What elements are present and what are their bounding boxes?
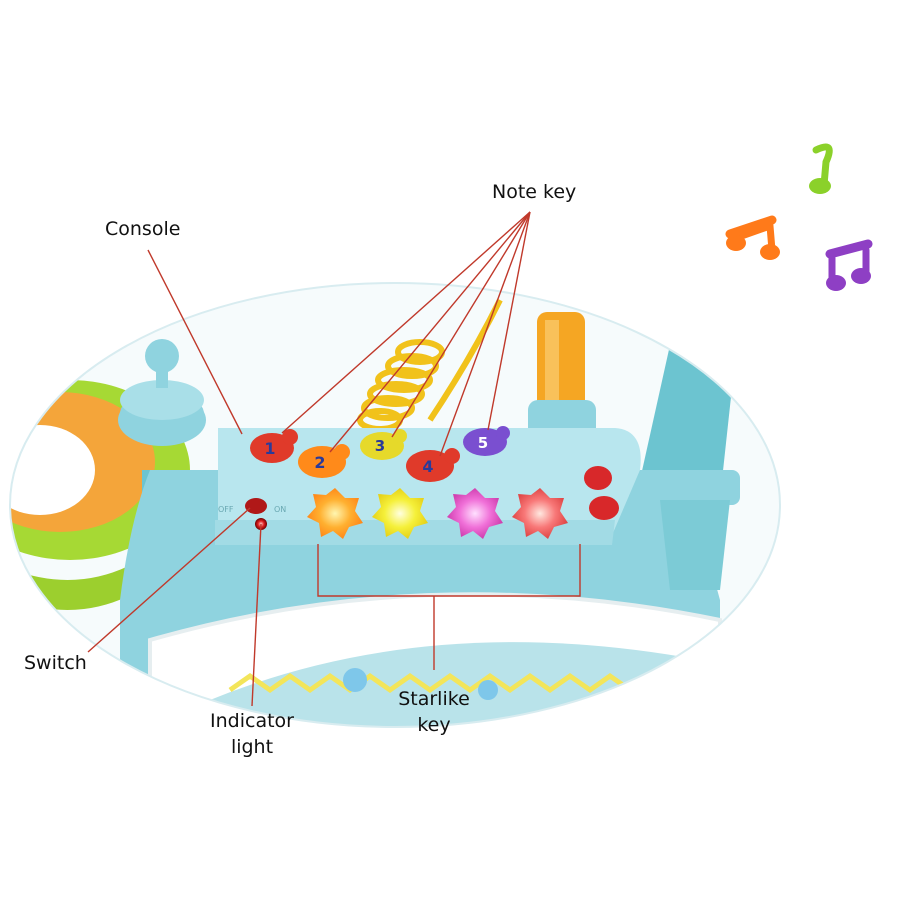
label-indicator-light: Indicator light [204,708,300,760]
label-note-key: Note key [492,179,576,205]
music-note-green-icon [809,147,831,194]
music-note-orange-icon [726,220,780,260]
switch-on-label: ON [274,505,286,514]
label-console: Console [105,216,180,242]
side-button-bottom[interactable] [589,496,619,520]
side-button-top[interactable] [584,466,612,490]
note-key-2-number: 2 [314,453,325,472]
music-note-purple-icon [826,244,871,291]
note-key-3-number: 3 [375,437,385,455]
label-switch: Switch [24,650,87,676]
note-key-4-number: 4 [422,457,433,476]
power-switch[interactable] [245,498,267,514]
switch-off-label: OFF [218,505,234,514]
note-key-5-number: 5 [478,434,488,452]
label-starlike-key: Starlike key [388,686,480,738]
note-key-1-number: 1 [264,439,275,458]
